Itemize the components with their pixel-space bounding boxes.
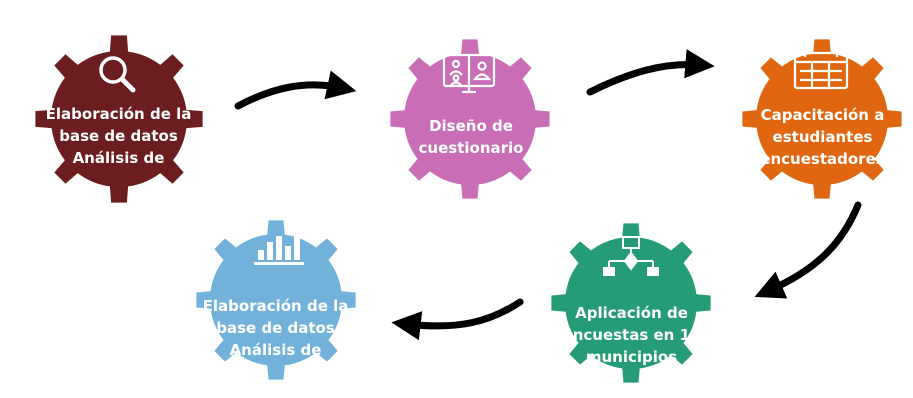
step-1-label: Elaboración de la base de datos Análisis… xyxy=(36,103,201,169)
arrow-3-to-4 xyxy=(754,201,862,299)
step-4-line-3: municipios xyxy=(585,348,678,366)
step-2-line-1: Diseño de xyxy=(429,117,513,135)
gear-step-5 xyxy=(196,220,356,380)
arrow-2-to-3 xyxy=(586,49,715,96)
step-5-line-1: Elaboración de la xyxy=(202,297,349,315)
gear-step-4 xyxy=(551,223,711,383)
step-number-2: 2 xyxy=(464,12,478,34)
gear-step-1 xyxy=(35,35,203,203)
step-3-line-3: encuestadores xyxy=(760,150,885,168)
arrow-1-to-2 xyxy=(234,70,357,110)
step-5-label: Elaboración de la base de datos Análisis… xyxy=(193,295,358,361)
step-number-5: 5 xyxy=(271,202,285,224)
video-conference-icon xyxy=(442,53,496,94)
step-1-line-3: Análisis de xyxy=(72,149,165,167)
calendar-icon xyxy=(793,48,849,90)
gear-step-3 xyxy=(742,39,902,199)
magnifier-icon xyxy=(99,56,136,93)
gear-step-2 xyxy=(390,39,550,199)
step-2-line-2: cuestionario xyxy=(418,139,524,157)
step-3-line-1: Capacitación a xyxy=(760,106,885,124)
arrow-4-to-5 xyxy=(391,298,524,341)
step-3-line-2: estudiantes xyxy=(772,128,873,146)
step-4-line-2: encuestas en 15 xyxy=(562,326,701,344)
step-4-label: Aplicación de encuestas en 15 municipios xyxy=(549,302,714,368)
step-5-line-2: base de datos xyxy=(216,319,335,337)
step-4-line-1: Aplicación de xyxy=(575,304,688,322)
step-number-1: 1 xyxy=(110,12,124,34)
step-number-4: 4 xyxy=(623,202,637,224)
step-1-line-2: base de datos xyxy=(59,127,178,145)
step-5-line-3: Análisis de xyxy=(229,341,322,359)
step-3-label: Capacitación a estudiantes encuestadores xyxy=(740,104,905,170)
step-2-label: Diseño de cuestionario xyxy=(391,115,551,159)
step-1-line-1: Elaboración de la xyxy=(45,105,192,123)
step-number-3: 3 xyxy=(815,12,829,34)
bar-chart-icon xyxy=(254,230,304,265)
flowchart-icon xyxy=(603,236,659,276)
